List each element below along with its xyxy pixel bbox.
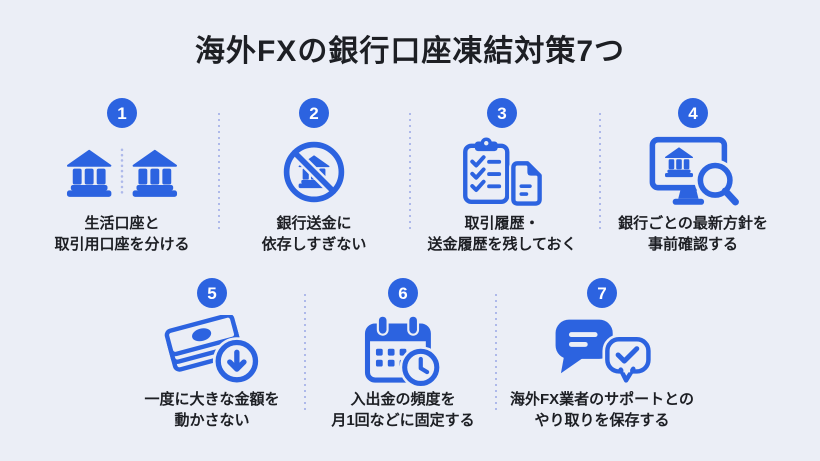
- step-item-3: 3 取引履歴・ 送金履歴を残しておく: [410, 98, 594, 255]
- step-number: 7: [597, 283, 607, 303]
- step-item-5: 5 一度に大きな金額を 動かさない: [120, 278, 304, 431]
- step-item-6: 6 入出金の頻度を 月1回などに固定す: [311, 278, 495, 431]
- divider-dotted-4: [304, 294, 306, 412]
- step-5-number-badge: 5: [197, 278, 227, 308]
- calendar-clock-icon: [363, 314, 443, 386]
- step-number: 5: [207, 283, 217, 303]
- no-bank-transfer-icon: [280, 134, 348, 210]
- step-6-label: 入出金の頻度を 月1回などに固定する: [331, 391, 475, 429]
- step-7-number-badge: 7: [587, 278, 617, 308]
- step-item-7: 7 海外FX業者のサポートとの やり取りを保存する: [497, 278, 707, 431]
- step-3-number-badge: 3: [487, 98, 517, 128]
- step-number: 3: [497, 103, 507, 123]
- money-withdraw-icon: [162, 314, 262, 386]
- divider-dotted-5: [495, 294, 497, 412]
- step-1-label: 生活口座と 取引用口座を分ける: [54, 215, 190, 253]
- monitor-bank-search-icon: [645, 134, 741, 210]
- step-item-2: 2 銀行送金に 依存しすぎない: [222, 98, 406, 255]
- step-number: 1: [117, 103, 127, 123]
- two-banks-icon: [66, 134, 178, 210]
- step-number: 2: [309, 103, 319, 123]
- step-3-label: 取引履歴・ 送金履歴を残しておく: [427, 215, 577, 253]
- step-2-label: 銀行送金に 依存しすぎない: [261, 215, 367, 253]
- step-1-number-badge: 1: [107, 98, 137, 128]
- step-number: 6: [398, 283, 408, 303]
- step-7-label: 海外FX業者のサポートとの やり取りを保存する: [509, 391, 695, 429]
- step-4-number-badge: 4: [678, 98, 708, 128]
- step-item-4: 4 銀行ごとの最新方針を 事前確認する: [601, 98, 785, 255]
- divider-dotted-3: [599, 113, 601, 231]
- divider-dotted-1: [218, 113, 220, 231]
- step-number: 4: [688, 103, 698, 123]
- checklist-document-icon: [460, 134, 544, 210]
- step-2-number-badge: 2: [299, 98, 329, 128]
- step-item-1: 1 生活口座と 取引用口座を分ける: [30, 98, 214, 255]
- page-title: 海外FXの銀行口座凍結対策7つ: [194, 35, 626, 68]
- step-5-label: 一度に大きな金額を 動かさない: [144, 391, 280, 429]
- step-4-label: 銀行ごとの最新方針を 事前確認する: [618, 215, 768, 253]
- chat-check-icon: [552, 314, 652, 386]
- divider-dotted-2: [409, 113, 411, 231]
- step-6-number-badge: 6: [388, 278, 418, 308]
